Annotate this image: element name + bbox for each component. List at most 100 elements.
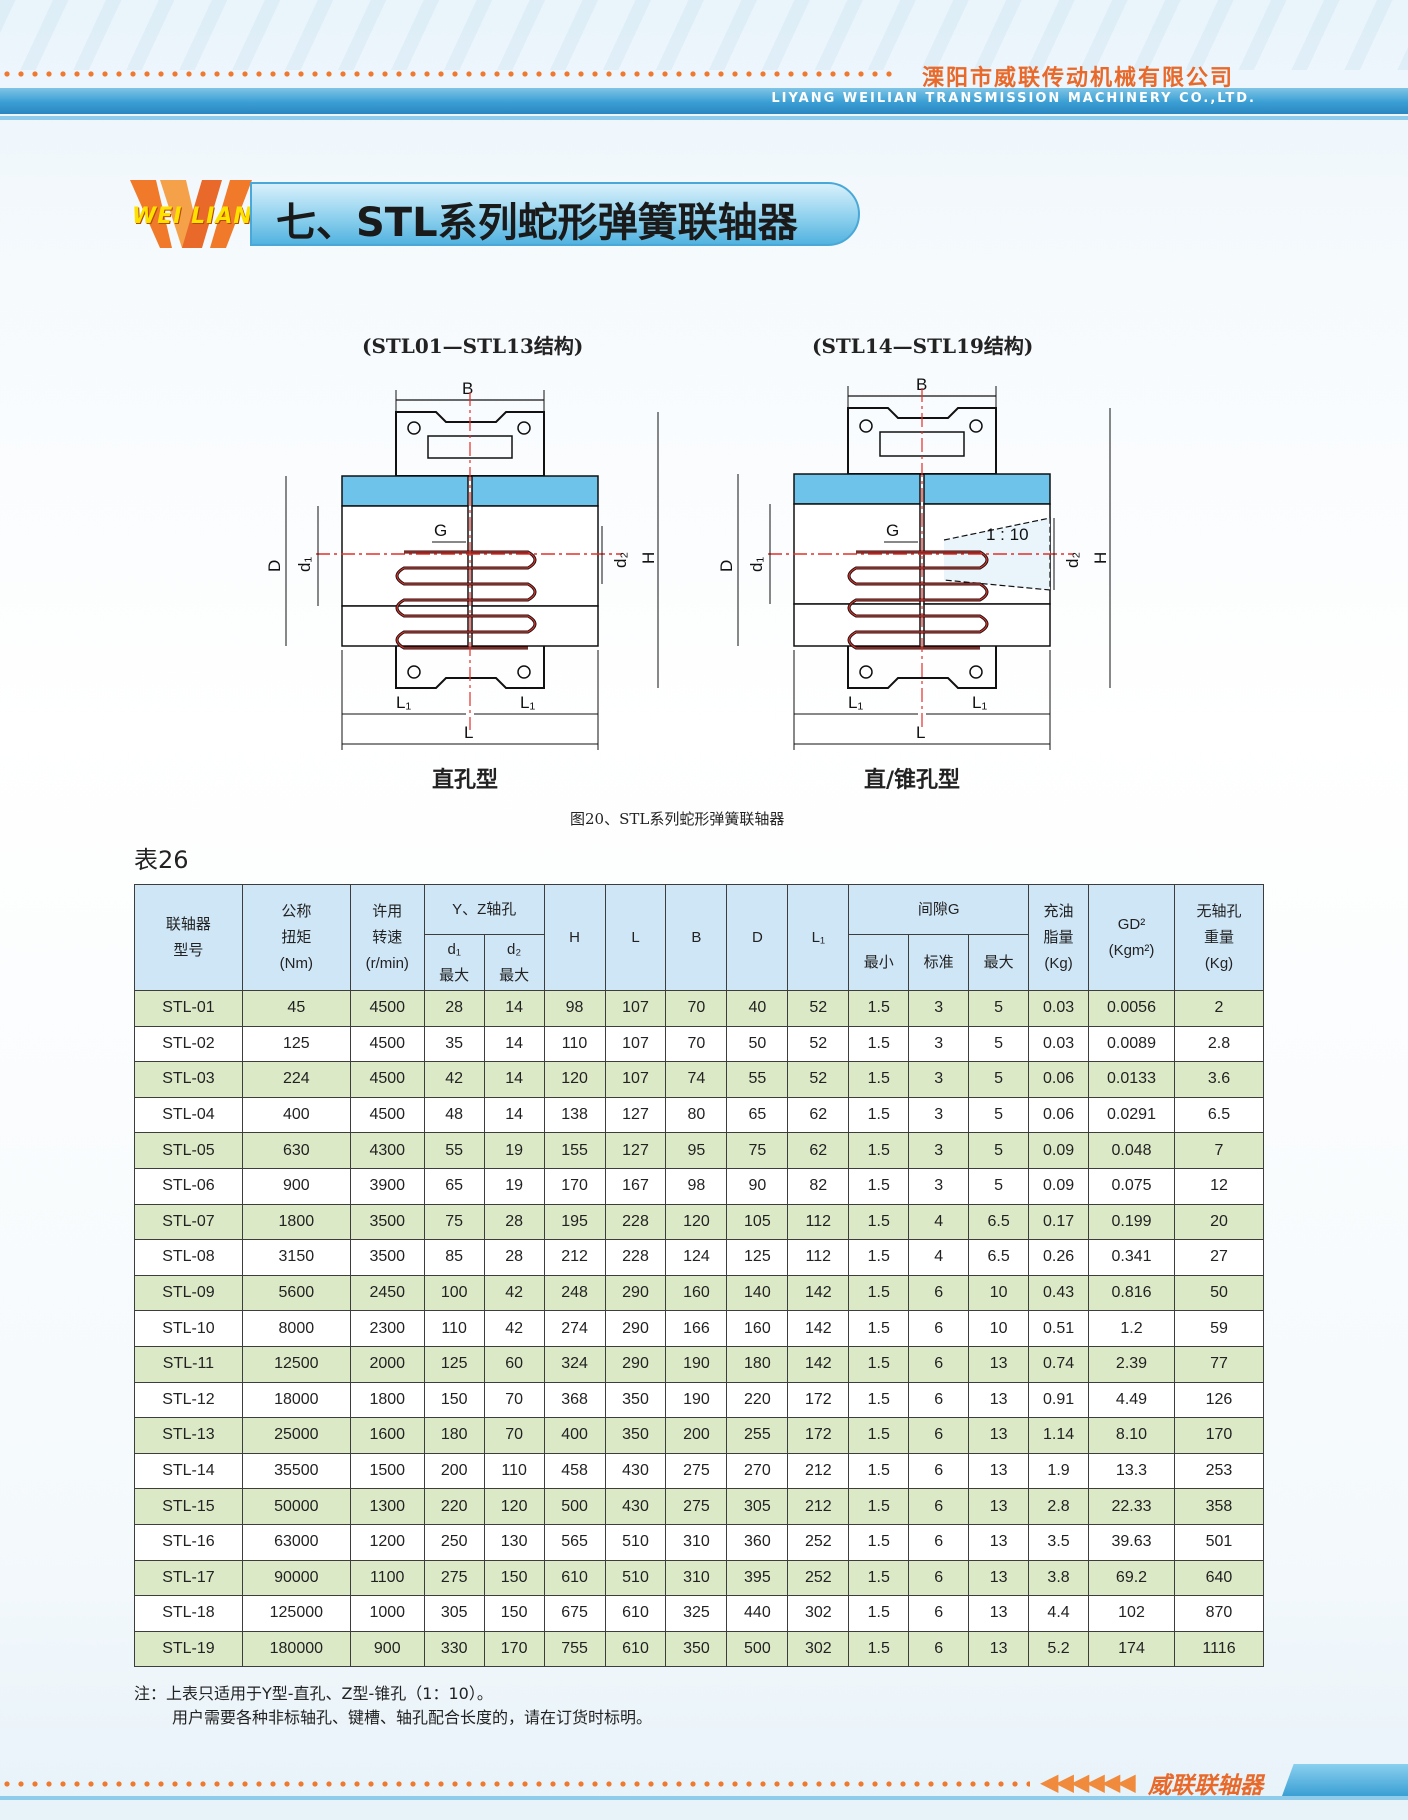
table-cell: 12: [1173, 1167, 1265, 1205]
table-cell: 302: [787, 1595, 850, 1632]
table-cell: 610: [604, 1595, 667, 1632]
table-cell: 610: [543, 1559, 606, 1597]
table-cell: 3: [908, 1061, 970, 1098]
table-cell: 510: [604, 1559, 667, 1597]
table-cell: 6: [908, 1595, 970, 1632]
table-cell: 310: [665, 1523, 728, 1561]
taper-ratio-label: 1 : 10: [986, 525, 1029, 544]
dim-label-G: G: [434, 521, 447, 540]
table-cell: 95: [665, 1132, 728, 1169]
table-cell: STL-08: [134, 1239, 243, 1276]
table-cell: 70: [483, 1381, 545, 1419]
company-name-cn: 溧阳市威联传动机械有限公司: [922, 66, 1235, 91]
table-cell: 62: [787, 1132, 850, 1169]
table-cell: 1.5: [848, 1310, 910, 1347]
table-cell: 400: [241, 1096, 351, 1134]
col-header-B: B: [665, 884, 728, 991]
table-cell: 13.3: [1088, 1452, 1175, 1490]
table-cell: 6: [908, 1274, 970, 1312]
table-cell: 5: [968, 1167, 1030, 1205]
table-cell: 6: [908, 1559, 970, 1597]
header-bar: [0, 88, 1408, 114]
figure-caption: 图20、STL系列蛇形弹簧联轴器: [570, 810, 785, 828]
table-cell: 59: [1173, 1310, 1265, 1347]
table-cell: 180: [726, 1345, 789, 1383]
table-cell: 20: [1173, 1203, 1265, 1241]
table-cell: 65: [423, 1167, 485, 1205]
table-cell: 6.5: [968, 1203, 1030, 1241]
table-cell: 0.06: [1028, 1061, 1090, 1098]
table-cell: 330: [423, 1630, 485, 1668]
table-cell: 3150: [241, 1239, 351, 1276]
table-cell: 224: [241, 1061, 351, 1098]
table-cell: 350: [604, 1381, 667, 1419]
table-cell: 70: [483, 1417, 545, 1454]
table-cell: 1.14: [1028, 1417, 1090, 1454]
note-line-2: 用户需要各种非标轴孔、键槽、轴孔配合长度的，请在订货时标明。: [172, 1708, 653, 1727]
table-cell: 28: [483, 1239, 545, 1276]
table-cell: 290: [604, 1274, 667, 1312]
table-cell: 1.9: [1028, 1452, 1090, 1490]
table-cell: 69.2: [1088, 1559, 1175, 1597]
table-cell: 640: [1173, 1559, 1265, 1597]
dim-label-G: G: [886, 521, 899, 540]
table-cell: 1.5: [848, 1132, 910, 1169]
dim-label-B: B: [462, 379, 473, 398]
table-cell: 70: [665, 1025, 728, 1063]
table-cell: 138: [543, 1096, 606, 1134]
table-cell: 90: [726, 1167, 789, 1205]
table-cell: 100: [423, 1274, 485, 1312]
table-cell: 8.10: [1088, 1417, 1175, 1454]
table-cell: 10: [968, 1310, 1030, 1347]
left-diagram-caption: 直孔型: [432, 767, 499, 793]
table-cell: 65: [726, 1096, 789, 1134]
table-cell: 0.74: [1028, 1345, 1090, 1383]
table-cell: 150: [483, 1559, 545, 1597]
table-cell: 112: [787, 1203, 850, 1241]
table-cell: 3: [908, 1025, 970, 1063]
table-cell: 60: [483, 1345, 545, 1383]
dim-label-D: D: [718, 560, 736, 572]
table-cell: 0.075: [1088, 1167, 1175, 1205]
table-cell: 142: [787, 1345, 850, 1383]
table-cell: STL-12: [134, 1381, 243, 1419]
table-cell: 98: [665, 1167, 728, 1205]
table-cell: 212: [543, 1239, 606, 1276]
table-cell: 440: [726, 1595, 789, 1632]
col-header-weight: 无轴孔重量(Kg): [1173, 884, 1265, 991]
table-cell: 360: [726, 1523, 789, 1561]
table-cell: 107: [604, 1061, 667, 1098]
table-cell: 170: [1173, 1417, 1265, 1454]
table-cell: 2.8: [1028, 1488, 1090, 1525]
table-cell: STL-03: [134, 1061, 243, 1098]
table-cell: 228: [604, 1203, 667, 1241]
table-cell: 105: [726, 1203, 789, 1241]
table-cell: 124: [665, 1239, 728, 1276]
table-cell: 190: [665, 1381, 728, 1419]
company-name-en: LIYANG WEILIAN TRANSMISSION MACHINERY CO…: [771, 91, 1256, 106]
table-cell: 14: [483, 1096, 545, 1134]
table-cell: STL-17: [134, 1559, 243, 1597]
table-cell: 1116: [1173, 1630, 1265, 1668]
table-cell: 501: [1173, 1523, 1265, 1561]
table-cell: 120: [543, 1061, 606, 1098]
dim-label-H: H: [1091, 552, 1110, 564]
table-cell: 52: [787, 990, 850, 1027]
table-cell: 0.0089: [1088, 1025, 1175, 1063]
table-cell: 13: [968, 1345, 1030, 1383]
spec-table: 联轴器型号 公称扭矩(Nm) 许用转速(r/min) Y、Z轴孔 H L B D…: [134, 884, 1265, 1668]
table-cell: 1.5: [848, 1630, 910, 1668]
header-bar-underline: [0, 116, 1408, 120]
table-cell: 1.5: [848, 1523, 910, 1561]
table-cell: 125: [726, 1239, 789, 1276]
table-cell: 2450: [349, 1274, 425, 1312]
table-cell: 190: [665, 1345, 728, 1383]
table-cell: 180: [423, 1417, 485, 1454]
table-cell: 0.09: [1028, 1132, 1090, 1169]
